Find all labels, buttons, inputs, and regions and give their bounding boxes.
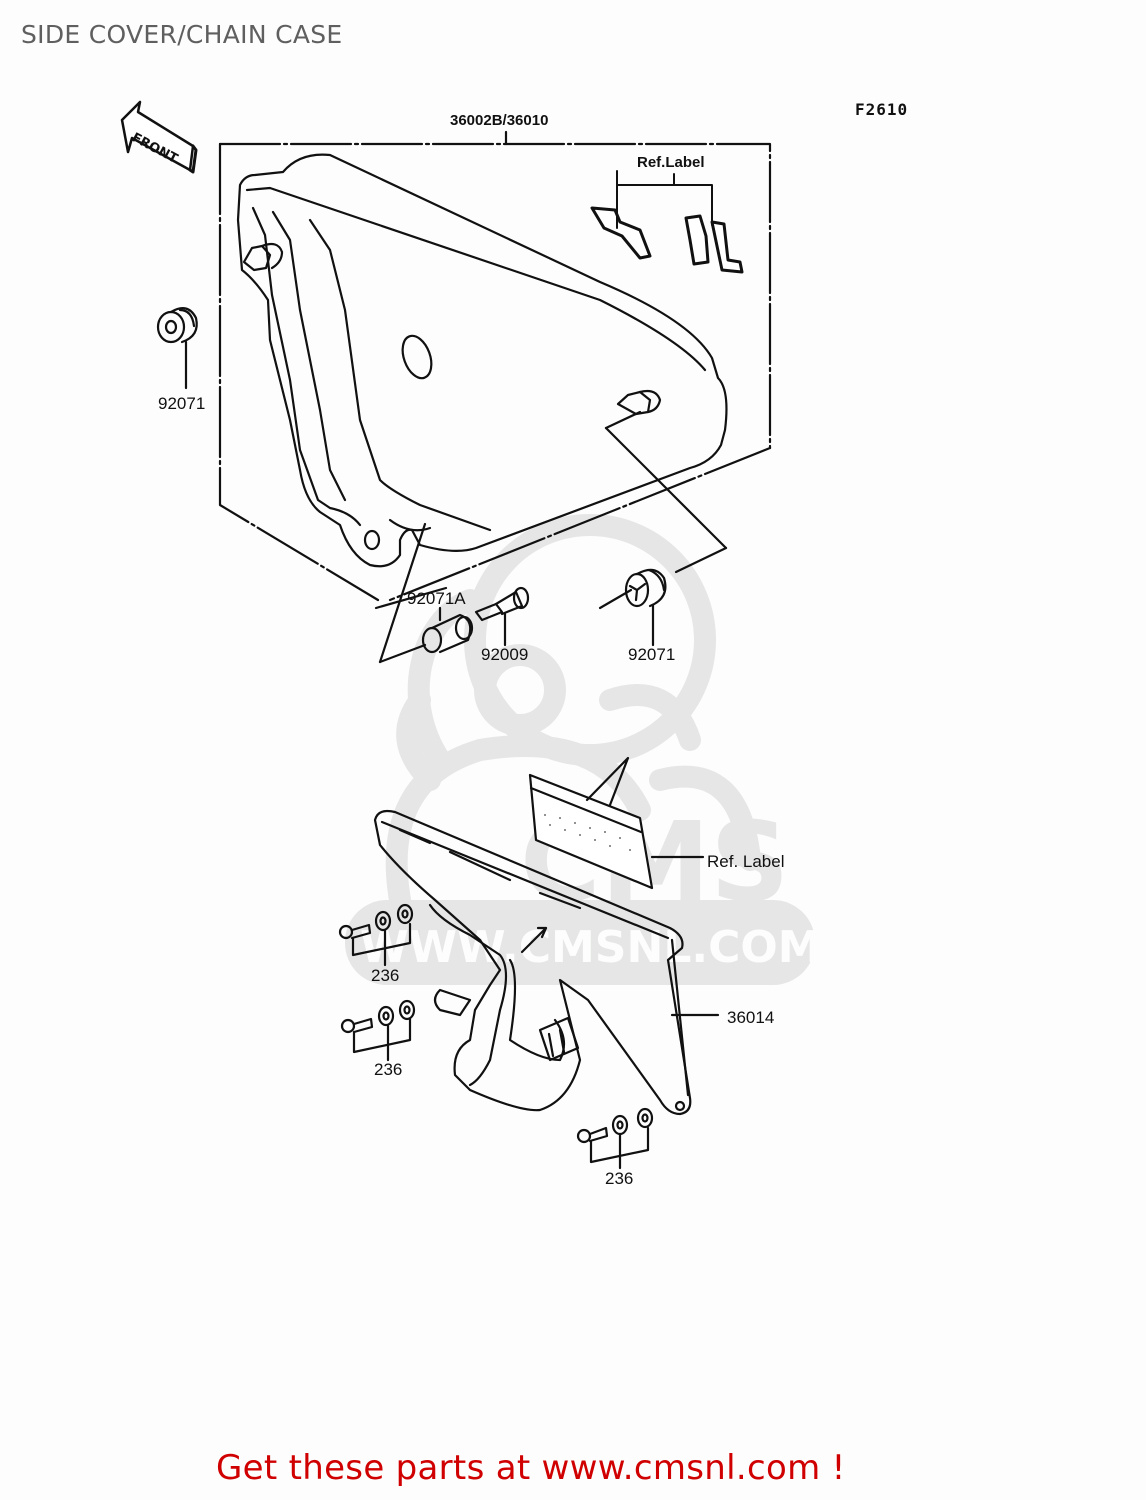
callout-bolt[interactable]: 92009: [481, 645, 529, 664]
page-title: SIDE COVER/CHAIN CASE: [21, 20, 343, 49]
side-cover-drawing: [236, 153, 728, 664]
ke-emblem-labels: [590, 170, 744, 274]
screw-set-1-drawing: [338, 903, 414, 967]
promo-link[interactable]: Get these parts at www.cmsnl.com !: [216, 1448, 846, 1488]
callout-screw-set-1[interactable]: 236: [371, 966, 400, 985]
callout-collar[interactable]: 92071A: [407, 589, 466, 608]
watermark-url-text: WWW.CMSNL.COM: [360, 922, 822, 973]
callout-screw-set-3[interactable]: 236: [605, 1169, 634, 1188]
callout-chain-case-ref-label[interactable]: Ref. Label: [707, 852, 785, 871]
grommet-lower-drawing: [624, 568, 667, 647]
collar-drawing: [421, 606, 474, 654]
screw-set-3-drawing: [576, 1107, 654, 1170]
callout-side-cover[interactable]: 36002B/36010: [450, 112, 549, 129]
screw-set-2-drawing: [340, 999, 416, 1062]
chain-case-drawing: [373, 809, 720, 1116]
callout-grommet-lower[interactable]: 92071: [628, 645, 676, 664]
callout-chain-case[interactable]: 36014: [727, 1008, 775, 1027]
callout-screw-set-2[interactable]: 236: [374, 1060, 403, 1079]
chain-case-label-drawing: [528, 756, 705, 890]
bolt-drawing: [474, 586, 530, 647]
figure-code: F2610: [855, 100, 909, 119]
callout-side-cover-ref-label[interactable]: Ref.Label: [637, 154, 705, 171]
callout-grommet-upper[interactable]: 92071: [158, 394, 206, 413]
grommet-upper-drawing: [156, 307, 198, 390]
front-direction-arrow-icon: [120, 100, 198, 174]
